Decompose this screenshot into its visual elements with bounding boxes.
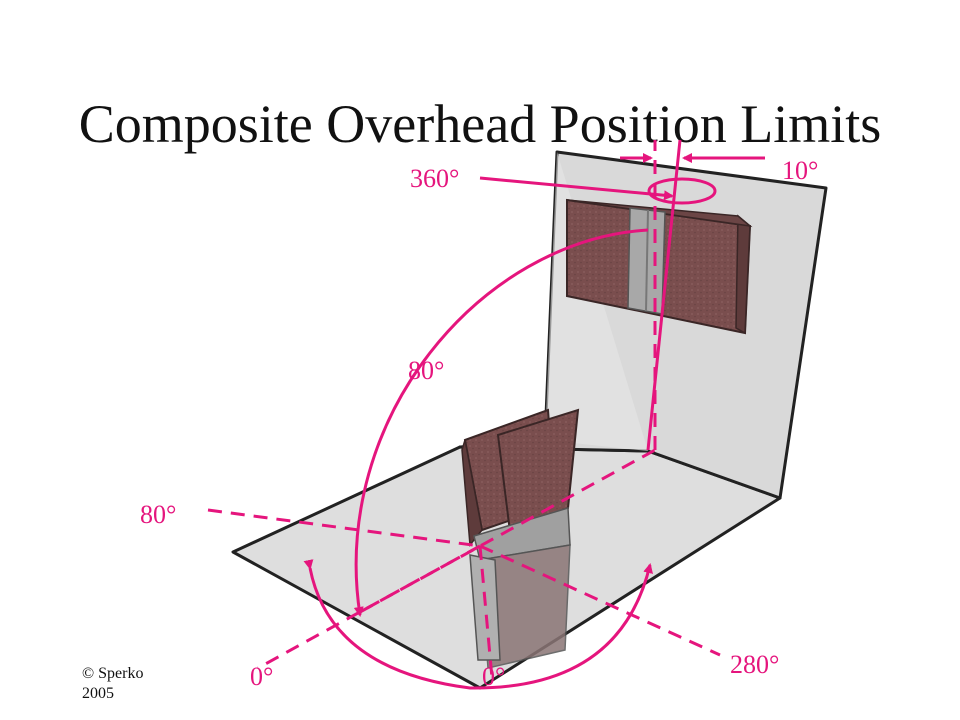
- copyright-credit: © Sperko 2005: [82, 664, 143, 704]
- axis-line-280: [479, 544, 721, 657]
- pointer-360: [479, 176, 674, 201]
- credit-line-2: 2005: [82, 685, 114, 702]
- arc-rotation-bottom: [303, 559, 653, 690]
- label-10-degrees: 10°: [782, 156, 819, 185]
- rotation-ellipse: [647, 177, 717, 205]
- label-0-degrees-left: 0°: [250, 662, 274, 691]
- label-80-degrees-left: 80°: [140, 500, 177, 529]
- axis-line-floor-back: [359, 448, 656, 614]
- tilt-line: [646, 139, 682, 451]
- label-280-degrees: 280°: [730, 650, 780, 679]
- vertical-plates: [461, 408, 580, 669]
- credit-line-1: © Sperko: [82, 665, 144, 682]
- page-title: Composite Overhead Position Limits: [78, 94, 882, 154]
- label-360-degrees: 360°: [410, 164, 460, 193]
- label-0-degrees-center: 0°: [482, 662, 506, 691]
- arc-80-overhead: [353, 228, 649, 617]
- label-80-degrees-mid: 80°: [408, 356, 445, 385]
